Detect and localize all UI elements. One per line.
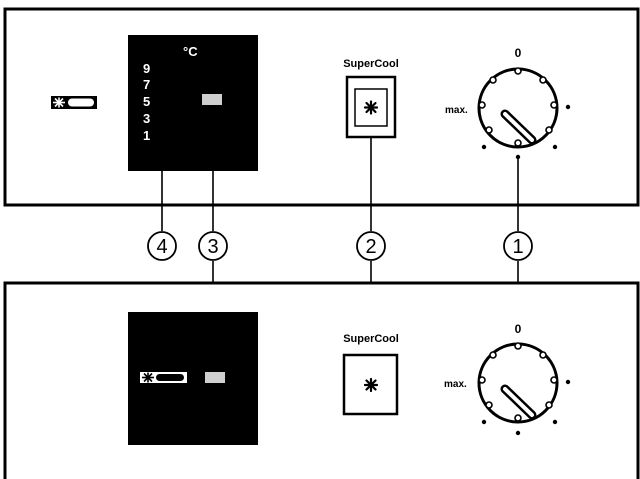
temperature-segment [202, 94, 222, 105]
callout-number-4: 4 [156, 236, 167, 258]
scale-value-7: 7 [143, 77, 150, 92]
callout-1: 1 [503, 231, 533, 261]
scale-value-1: 1 [143, 128, 150, 143]
lower-temperature-dial[interactable] [477, 342, 571, 436]
upper-control-panel: °C 9 7 5 3 1 SuperCool 0 max. [3, 7, 640, 207]
supercool-label: SuperCool [343, 58, 399, 70]
supercool-indicator-icon [51, 96, 97, 109]
scale-value-9: 9 [143, 61, 150, 76]
scale-value-3: 3 [143, 111, 150, 126]
lower-supercool-label: SuperCool [343, 333, 399, 345]
callout-3: 3 [198, 231, 228, 261]
supercool-button[interactable] [345, 75, 397, 139]
lower-supercool-button[interactable] [342, 353, 399, 416]
dial-zero-label: 0 [515, 46, 522, 60]
snowflake-icon [363, 100, 379, 115]
temperature-dial[interactable] [477, 67, 571, 160]
lower-display [128, 312, 258, 445]
lower-control-panel: SuperCool 0 max. [3, 281, 640, 479]
temperature-display: °C 9 7 5 3 1 [128, 35, 258, 171]
callout-number-3: 3 [207, 236, 218, 258]
lower-dial-max-label: max. [444, 379, 467, 390]
lower-dial-zero-label: 0 [515, 322, 522, 336]
dial-max-label: max. [445, 105, 468, 116]
snowflake-icon [363, 377, 379, 393]
callout-4: 4 [147, 231, 177, 261]
supercool-indicator-icon [140, 372, 187, 383]
callout-number-2: 2 [365, 236, 376, 258]
callout-2: 2 [356, 231, 386, 261]
lower-temperature-segment [205, 372, 225, 383]
callout-number-1: 1 [512, 236, 523, 258]
unit-label: °C [183, 44, 198, 59]
scale-value-5: 5 [143, 94, 150, 109]
